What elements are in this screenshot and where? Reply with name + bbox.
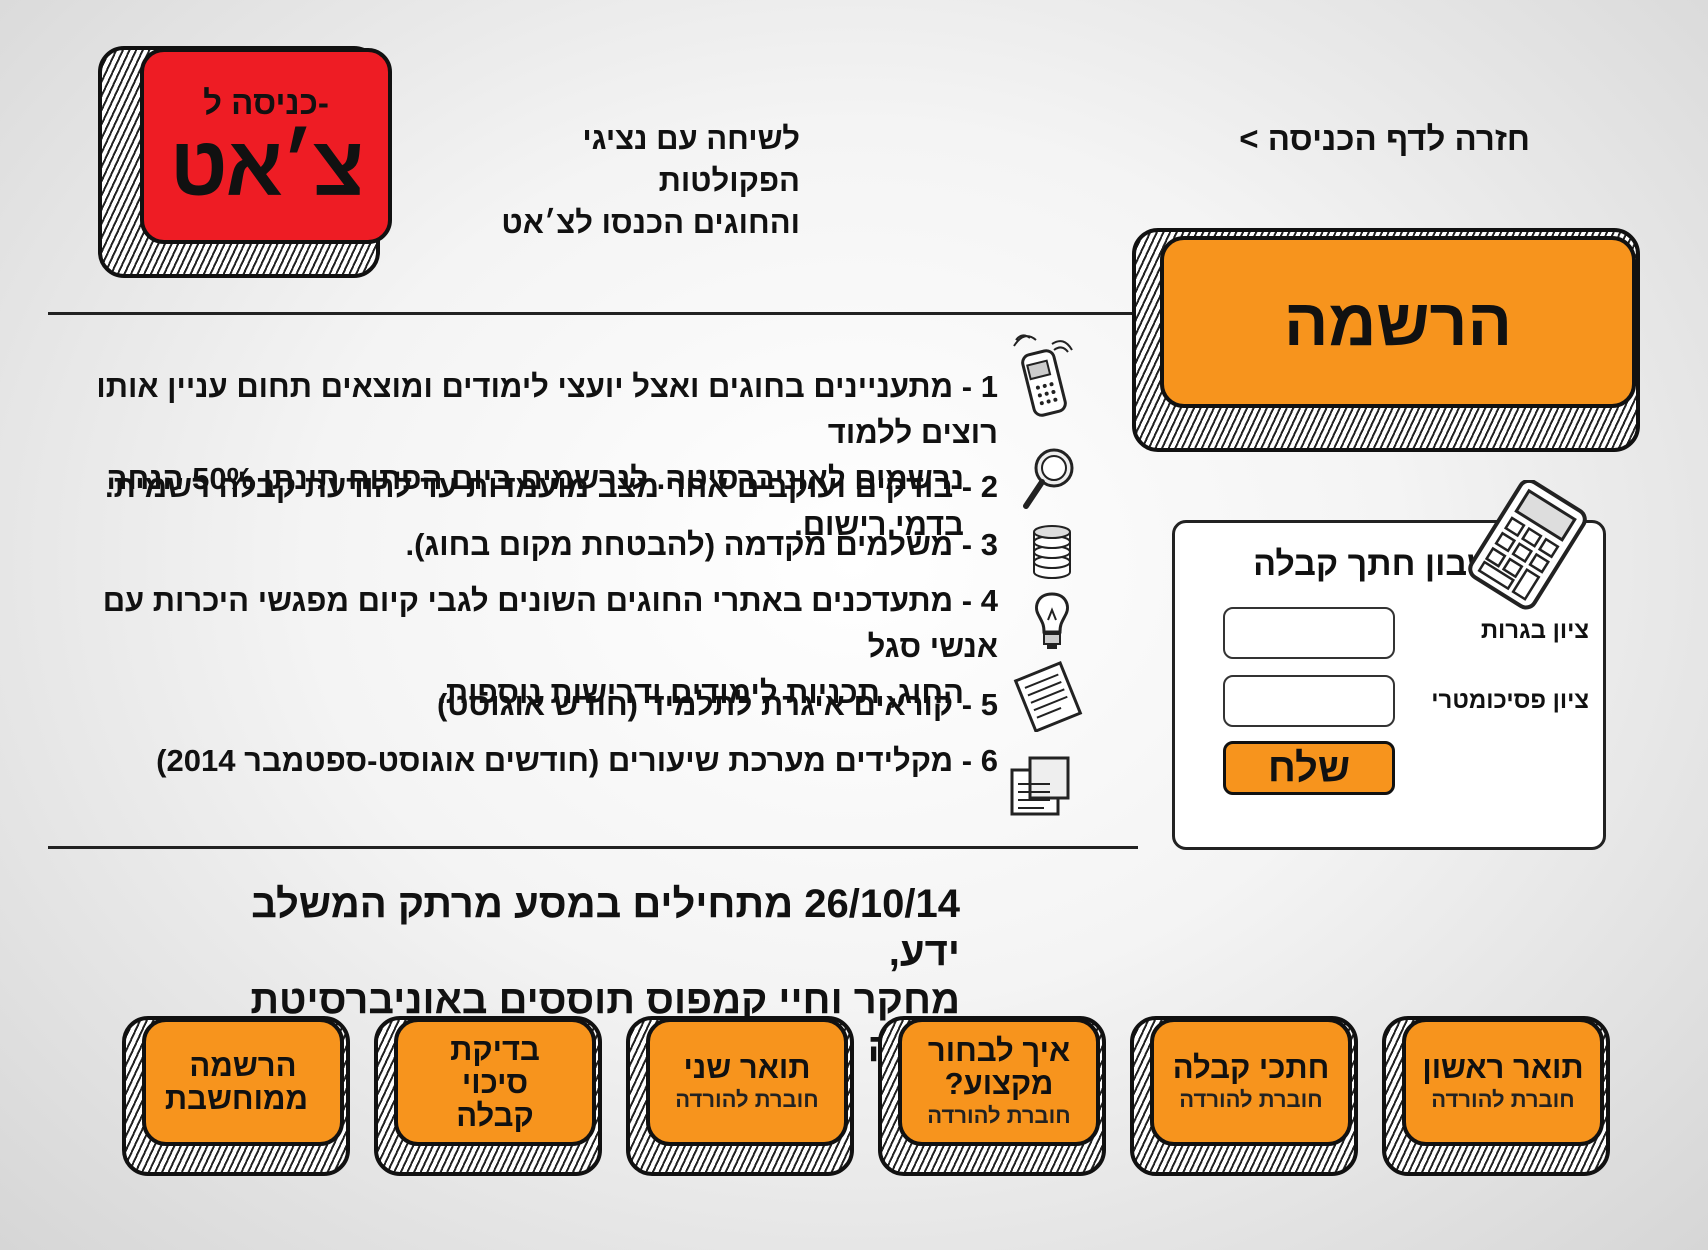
button-title: חתכי קבלה bbox=[1172, 1049, 1330, 1085]
step-text-line2: החוג, תכניות לימודים ודרישות נוספות. bbox=[437, 675, 964, 710]
list-item: 5 - קוראים איגרת לתלמיד (חודש אוגוסט) bbox=[437, 682, 998, 728]
step-text: - מתעניינים בחוגים ואצל יועצי לימודים ומ… bbox=[96, 369, 998, 450]
step-text: - משלמים מקדמה (להבטחת מקום בחוג). bbox=[405, 527, 973, 562]
admission-chance-button[interactable]: בדיקת סיכוי קבלה bbox=[394, 1018, 596, 1146]
step-number: 3 bbox=[980, 527, 998, 562]
tagline-line-1: לשיחה עם נציגי הפקולטות bbox=[582, 121, 800, 198]
magnifier-icon bbox=[1023, 448, 1074, 509]
list-item: 2 - בודקים ועוקבים אחר מצב מועמדות עד לה… bbox=[105, 464, 998, 510]
list-item: 6 - מקלידים מערכת שיעורים (חודשים אוגוסט… bbox=[156, 738, 998, 784]
list-item: 4 - מתעדכנים באתרי החוגים השונים לגבי קי… bbox=[38, 578, 998, 716]
phone-icon bbox=[1013, 334, 1073, 417]
step-text-line2: נרשמים לאוניברסיטה. לנרשמים ביום הפתוח ת… bbox=[106, 461, 964, 542]
coins-icon bbox=[1033, 525, 1071, 579]
step-number: 5 bbox=[980, 687, 998, 722]
steps-list: 1 - מתעניינים בחוגים ואצל יועצי לימודים … bbox=[38, 364, 998, 804]
back-to-home-link[interactable]: חזרה לדף הכניסה > bbox=[1239, 120, 1530, 157]
psychometric-input[interactable] bbox=[1223, 675, 1395, 727]
chat-button-big-text: צ׳אט bbox=[169, 119, 364, 213]
promo-line-1: 26/10/14 מתחילים במסע מרתק המשלב ידע, bbox=[251, 882, 960, 974]
button-subtitle: חוברת להורדה bbox=[1179, 1086, 1323, 1112]
step-text: - קוראים איגרת לתלמיד (חודש אוגוסט) bbox=[436, 687, 973, 722]
online-registration-button[interactable]: הרשמה ממוחשבת bbox=[142, 1018, 344, 1146]
promo-text: 26/10/14 מתחילים במסע מרתק המשלב ידע, מח… bbox=[240, 880, 960, 1072]
step-number: 1 bbox=[980, 369, 998, 404]
send-button[interactable]: שלח bbox=[1223, 741, 1395, 795]
button-title: תואר ראשון bbox=[1422, 1049, 1584, 1085]
step-number: 2 bbox=[980, 469, 998, 504]
bagrut-label: ציון בגרות bbox=[1480, 617, 1589, 644]
chat-tagline: לשיחה עם נציגי הפקולטות והחוגים הכנסו לצ… bbox=[460, 118, 800, 244]
lightbulb-icon bbox=[1035, 592, 1069, 649]
step-text: - מתעדכנים באתרי החוגים השונים לגבי קיום… bbox=[102, 583, 998, 664]
button-title: בדיקת סיכוי קבלה bbox=[450, 1031, 540, 1133]
button-subtitle: חוברת להורדה bbox=[1431, 1086, 1575, 1112]
list-item: 3 - משלמים מקדמה (להבטחת מקום בחוג). bbox=[405, 522, 998, 568]
calculator-icon bbox=[1468, 480, 1587, 610]
button-title: הרשמה ממוחשבת bbox=[164, 1048, 308, 1116]
letter-icon bbox=[1013, 661, 1083, 732]
tagline-line-2: והחוגים הכנסו לצ׳אט bbox=[501, 205, 800, 240]
bachelor-degree-button[interactable]: תואר ראשון חוברת להורדה bbox=[1402, 1018, 1604, 1146]
step-text: - בודקים ועוקבים אחר מצב מועמדות עד להוד… bbox=[105, 469, 973, 504]
step-number: 6 bbox=[980, 743, 998, 778]
chat-button[interactable]: כניסה ל- צ׳אט bbox=[140, 48, 392, 244]
list-item: 1 - מתעניינים בחוגים ואצל יועצי לימודים … bbox=[38, 364, 998, 548]
divider-bottom bbox=[48, 846, 1138, 849]
registration-banner: הרשמה bbox=[1160, 236, 1636, 408]
master-degree-button[interactable]: תואר שני חוברת להורדה bbox=[646, 1018, 848, 1146]
step-text: - מקלידים מערכת שיעורים (חודשים אוגוסט-ס… bbox=[156, 743, 973, 778]
psychometric-label: ציון פסיכומטרי bbox=[1431, 687, 1589, 714]
step-number: 4 bbox=[980, 583, 998, 618]
registration-title: הרשמה bbox=[1283, 285, 1513, 359]
button-title: תואר שני bbox=[683, 1049, 811, 1085]
button-title: איך לבחור מקצוע? bbox=[927, 1033, 1071, 1101]
admission-thresholds-button[interactable]: חתכי קבלה חוברת להורדה bbox=[1150, 1018, 1352, 1146]
bagrut-input[interactable] bbox=[1223, 607, 1395, 659]
divider-top bbox=[48, 312, 1138, 315]
button-subtitle: חוברת להורדה bbox=[927, 1103, 1071, 1128]
notes-icon bbox=[1010, 756, 1070, 816]
chat-button-small-text: כניסה ל- bbox=[203, 84, 329, 121]
button-subtitle: חוברת להורדה bbox=[675, 1086, 819, 1112]
choose-profession-button[interactable]: איך לבחור מקצוע? חוברת להורדה bbox=[898, 1018, 1100, 1146]
